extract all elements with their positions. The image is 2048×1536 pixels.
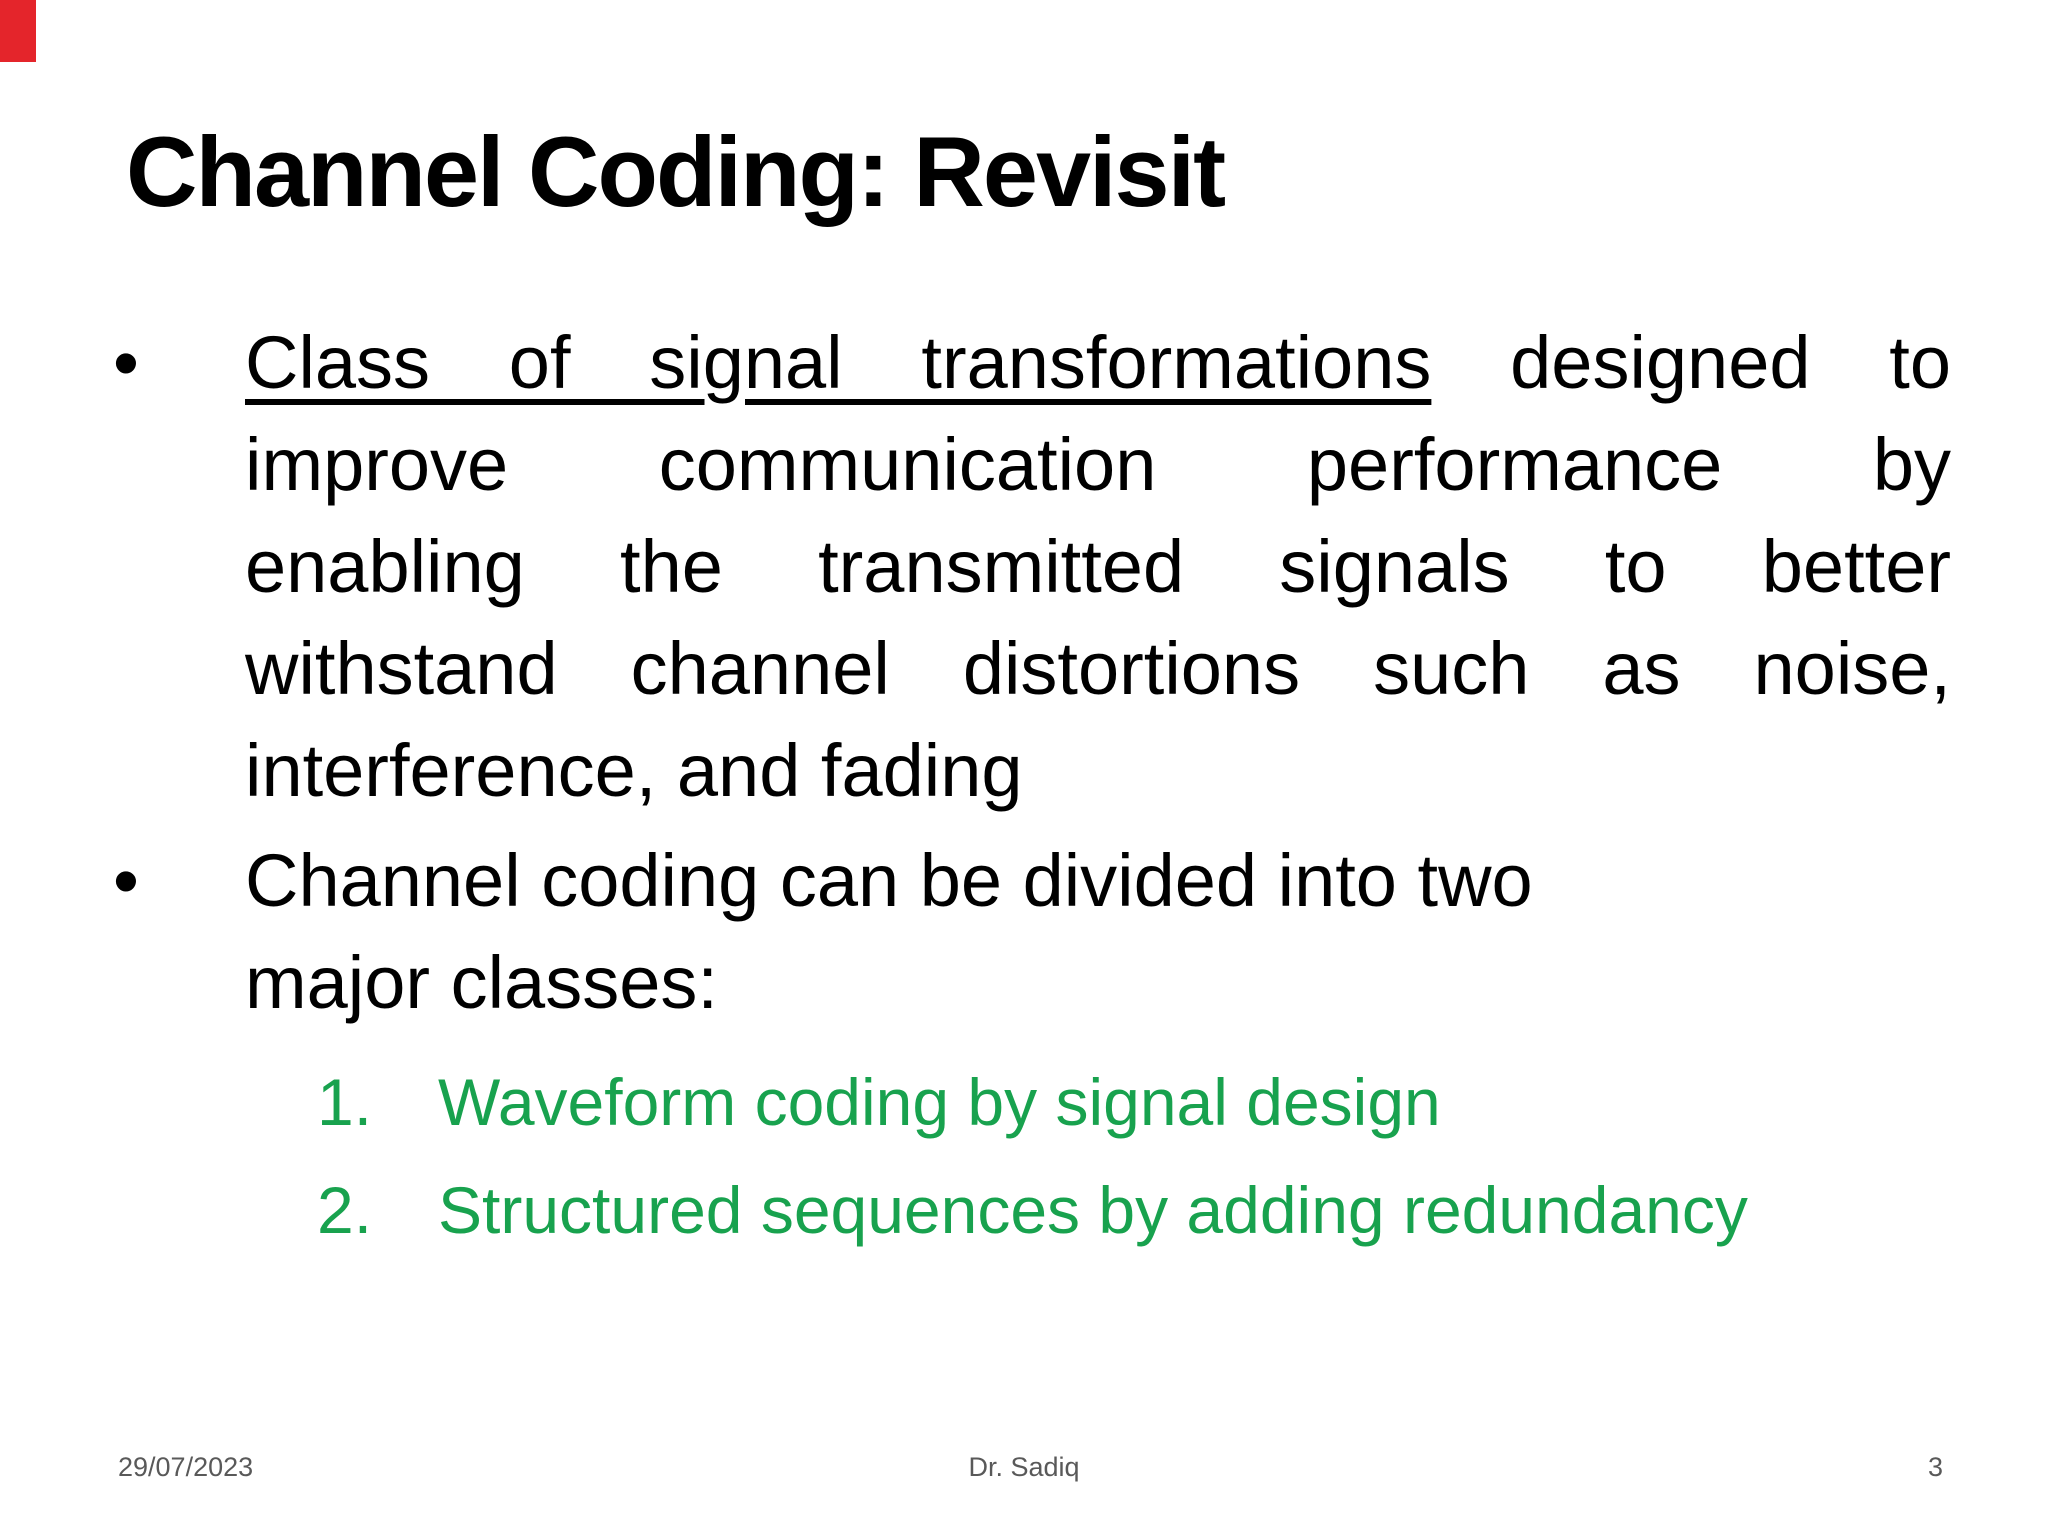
slide-title: Channel Coding: Revisit	[126, 116, 1226, 227]
item-text: Waveform coding by signal design	[438, 1065, 1441, 1139]
red-accent-bar	[0, 0, 36, 62]
bullet-icon: •	[113, 839, 139, 922]
bullet2-line1: Channel coding can be divided into two	[245, 839, 1533, 922]
footer-author: Dr. Sadiq	[968, 1452, 1080, 1482]
bullet-item-1: • Class of signal transformations design…	[113, 312, 1951, 822]
bullet-icon: •	[113, 321, 139, 404]
bullet1-line3: enabling the transmitted signals to bett…	[245, 525, 1951, 608]
item-text: Structured sequences by adding redundanc…	[438, 1173, 1748, 1247]
bullet1-line1-rest: designed to	[1431, 321, 1951, 404]
slide-footer: 29/07/2023 Dr. Sadiq 3	[0, 1452, 2048, 1492]
underlined-phrase: Class of signal transformations	[245, 321, 1432, 404]
bullet1-line5: interference, and fading	[245, 729, 1023, 812]
numbered-item-1: 1. Waveform coding by signal design	[245, 1048, 1951, 1156]
numbered-list: 1. Waveform coding by signal design 2. S…	[245, 1048, 1951, 1264]
bullet-item-2: • Channel coding can be divided into two…	[113, 830, 1951, 1034]
numbered-item-2: 2. Structured sequences by adding redund…	[245, 1156, 1951, 1264]
footer-page-number: 3	[1927, 1452, 1943, 1482]
slide-body: • Class of signal transformations design…	[113, 312, 1951, 1264]
bullet1-line2: improve communication performance by	[245, 423, 1951, 506]
item-number: 2.	[317, 1173, 373, 1247]
bullet1-line1: Class of signal transformations designed…	[245, 312, 1951, 414]
footer-date: 29/07/2023	[118, 1452, 254, 1482]
bullet1-line4: withstand channel distortions such as no…	[245, 627, 1951, 710]
bullet2-line2: major classes:	[245, 941, 718, 1024]
item-number: 1.	[317, 1065, 373, 1139]
